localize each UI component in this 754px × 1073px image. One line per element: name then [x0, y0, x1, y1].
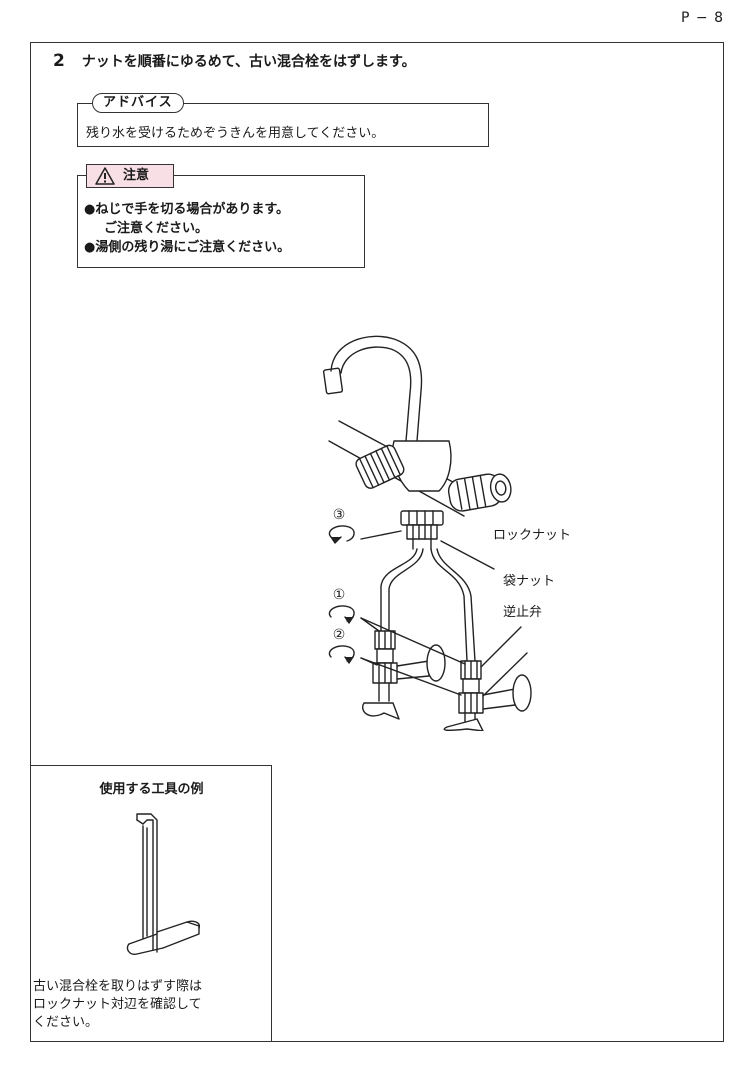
tool-desc-line: 古い混合栓を取りはずす際は [33, 979, 203, 994]
caution-label-text: 注意 [123, 168, 150, 183]
step-marker-1: ① [333, 587, 346, 603]
advice-text: 残り水を受けるためぞうきんを用意してください。 [86, 126, 385, 141]
tool-example-title: 使用する工具の例 [99, 782, 204, 797]
caution-line: ご注意ください。 [104, 221, 209, 236]
caution-line: ●ねじで手を切る場合があります。 [84, 202, 290, 217]
bag-nut-label: 袋ナット [503, 574, 556, 589]
tool-desc-line: ロックナット対辺を確認して [33, 997, 202, 1012]
caution-line: ●湯側の残り湯にご注意ください。 [84, 240, 291, 255]
step-marker-2: ② [333, 627, 346, 643]
step-title: ナットを順番にゆるめて、古い混合栓をはずします。 [81, 54, 416, 70]
advice-box: アドバイス 残り水を受けるためぞうきんを用意してください。 [77, 93, 489, 147]
tool-desc-line: ください。 [33, 1015, 99, 1030]
content-frame: 2 ナットを順番にゆるめて、古い混合栓をはずします。 アドバイス 残り水を受ける… [30, 42, 724, 1042]
faucet-removal-illustration: ③ ① ② [322, 335, 532, 731]
caution-label: 注意 [86, 164, 174, 188]
tool-example-box: 使用する工具の例 古い混合栓を取りはずす際は ロックナット対辺を確認して くださ… [31, 765, 272, 1042]
step-number: 2 [53, 51, 65, 71]
step-heading: 2 ナットを順番にゆるめて、古い混合栓をはずします。 [53, 51, 416, 71]
tool-example-description: 古い混合栓を取りはずす際は ロックナット対辺を確認して ください。 [33, 978, 202, 1032]
step-marker-3: ③ [333, 507, 346, 523]
page-number: P − 8 [681, 10, 724, 26]
lock-nut-label: ロックナット [493, 528, 572, 543]
wrench-tool-illustration [126, 813, 200, 956]
check-valve-label: 逆止弁 [503, 605, 543, 620]
warning-icon [95, 167, 115, 185]
advice-label: アドバイス [92, 93, 184, 113]
caution-list: ●ねじで手を切る場合があります。 ご注意ください。 ●湯側の残り湯にご注意くださ… [84, 200, 290, 257]
caution-box: 注意 ●ねじで手を切る場合があります。 ご注意ください。 ●湯側の残り湯にご注意… [77, 164, 365, 268]
